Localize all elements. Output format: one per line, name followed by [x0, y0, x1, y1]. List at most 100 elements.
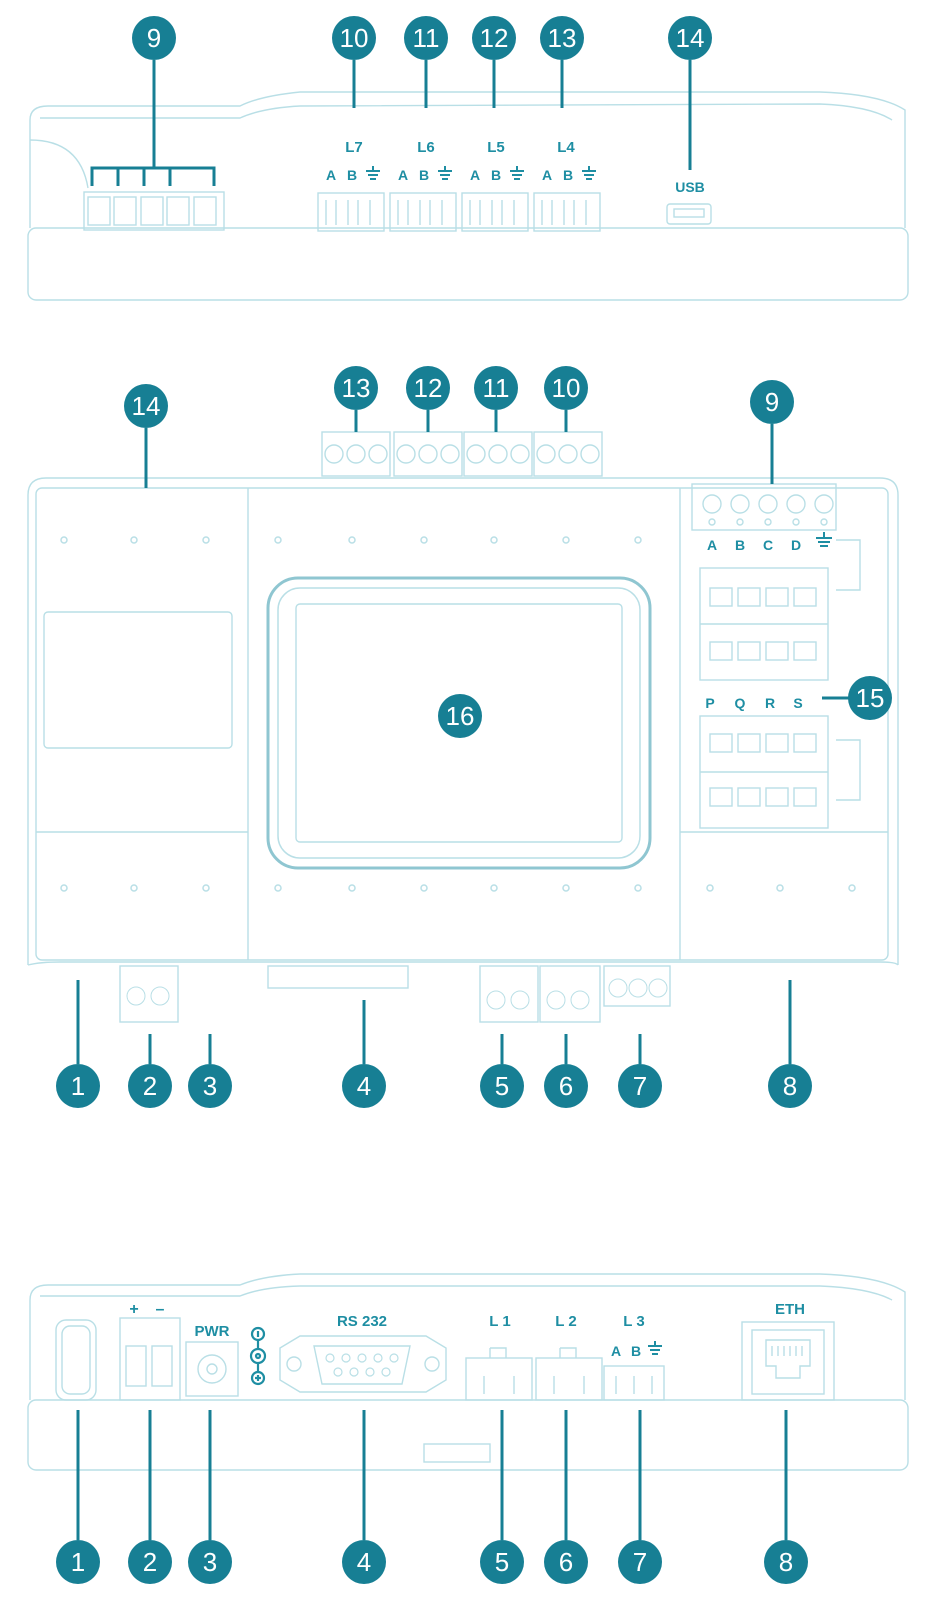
svg-text:14: 14 — [132, 391, 161, 421]
label-plus: + — [129, 1301, 138, 1318]
slot-1 — [55, 1319, 97, 1401]
label-l1: L 1 — [489, 1313, 510, 1330]
label-l7: L7 — [345, 139, 363, 156]
label-area — [43, 611, 233, 749]
ground-icon — [366, 166, 380, 180]
svg-text:13: 13 — [548, 23, 577, 53]
front-callouts: 13 12 11 10 9 14 15 16 1 2 3 4 5 — [56, 366, 892, 1108]
callout-16 — [438, 694, 482, 738]
label-l2: L 2 — [555, 1313, 576, 1330]
bottom-view-housing-upper — [29, 1273, 906, 1400]
bottom-view-housing-base — [27, 1399, 909, 1471]
svg-text:10: 10 — [340, 23, 369, 53]
right-terminal-area: A B C D P Q R S — [691, 483, 861, 829]
bottom-callouts: 1 2 3 4 5 6 7 8 — [56, 1540, 808, 1584]
pin-a: A — [470, 167, 480, 183]
top-view-housing-base — [27, 227, 909, 301]
callout-13 — [334, 366, 378, 410]
ground-icon — [438, 166, 452, 180]
screws — [60, 536, 856, 892]
pin-a: A — [398, 167, 408, 183]
callout-3 — [188, 1540, 232, 1584]
callout-1 — [56, 1064, 100, 1108]
callout-11 — [474, 366, 518, 410]
svg-text:2: 2 — [143, 1547, 157, 1577]
terminal-a: A — [707, 537, 717, 553]
connector-l5 — [461, 192, 529, 232]
label-l3: L 3 — [623, 1313, 644, 1330]
callout-8 — [764, 1540, 808, 1584]
svg-text:8: 8 — [779, 1547, 793, 1577]
label-l6: L6 — [417, 139, 435, 156]
connector-l3 — [603, 1365, 665, 1401]
front-view: A B C D P Q R S — [27, 366, 899, 1108]
top-terminal-blocks — [321, 431, 603, 477]
label-eth: ETH — [775, 1301, 805, 1318]
pin-a: A — [611, 1343, 621, 1359]
connector-l1 — [465, 1357, 533, 1401]
top-view-housing-upper — [29, 91, 906, 228]
svg-text:3: 3 — [203, 1547, 217, 1577]
callout-1 — [56, 1540, 100, 1584]
callout-4 — [342, 1064, 386, 1108]
callout-2 — [128, 1064, 172, 1108]
callout-5 — [480, 1540, 524, 1584]
label-usb: USB — [675, 179, 705, 195]
svg-text:2: 2 — [143, 1071, 157, 1101]
ground-icon — [816, 532, 832, 547]
label-pwr: PWR — [195, 1323, 230, 1340]
svg-text:1: 1 — [71, 1071, 85, 1101]
svg-text:9: 9 — [765, 387, 779, 417]
svg-text:6: 6 — [559, 1547, 573, 1577]
svg-text:9: 9 — [147, 23, 161, 53]
terminal-block-9 — [83, 60, 225, 231]
callout-6 — [544, 1540, 588, 1584]
svg-text:1: 1 — [71, 1547, 85, 1577]
rs232-port — [279, 1335, 447, 1393]
callout-8 — [768, 1064, 812, 1108]
eth-port — [741, 1321, 835, 1401]
svg-text:14: 14 — [676, 23, 705, 53]
top-view-curve — [29, 139, 89, 189]
terminal-c: C — [763, 537, 773, 553]
bottom-view: + – PWR RS 232 L 1 L 2 L 3 — [27, 1273, 909, 1584]
svg-text:5: 5 — [495, 1547, 509, 1577]
svg-text:6: 6 — [559, 1071, 573, 1101]
pin-b: B — [563, 167, 573, 183]
screen — [295, 603, 623, 843]
svg-text:5: 5 — [495, 1071, 509, 1101]
pin-b: B — [347, 167, 357, 183]
callout-12 — [472, 16, 516, 60]
svg-text:4: 4 — [357, 1547, 371, 1577]
svg-text:4: 4 — [357, 1071, 371, 1101]
callout-14 — [124, 384, 168, 428]
connector-l4 — [533, 192, 601, 232]
pin-a: A — [542, 167, 552, 183]
callout-12 — [406, 366, 450, 410]
pin-b: B — [419, 167, 429, 183]
polarity-icon — [249, 1326, 267, 1386]
callout-10 — [544, 366, 588, 410]
connector-l2 — [535, 1357, 603, 1401]
connector-l6 — [389, 192, 457, 232]
connector-l7 — [317, 192, 385, 232]
callout-11 — [404, 16, 448, 60]
callout-13 — [540, 16, 584, 60]
svg-text:12: 12 — [480, 23, 509, 53]
top-view-housing-ridge — [40, 103, 893, 121]
callout-7 — [618, 1064, 662, 1108]
front-bottom-connectors — [119, 965, 671, 1023]
ground-icon — [582, 166, 596, 180]
pin-a: A — [326, 167, 336, 183]
svg-text:8: 8 — [783, 1071, 797, 1101]
svg-text:11: 11 — [413, 23, 440, 53]
pin-b: B — [631, 1343, 641, 1359]
svg-text:3: 3 — [203, 1071, 217, 1101]
callout-7 — [618, 1540, 662, 1584]
callout-9 — [132, 16, 176, 60]
switch-r: R — [765, 695, 775, 711]
callout-6 — [544, 1064, 588, 1108]
terminal-d: D — [791, 537, 801, 553]
label-l4: L4 — [557, 139, 575, 156]
